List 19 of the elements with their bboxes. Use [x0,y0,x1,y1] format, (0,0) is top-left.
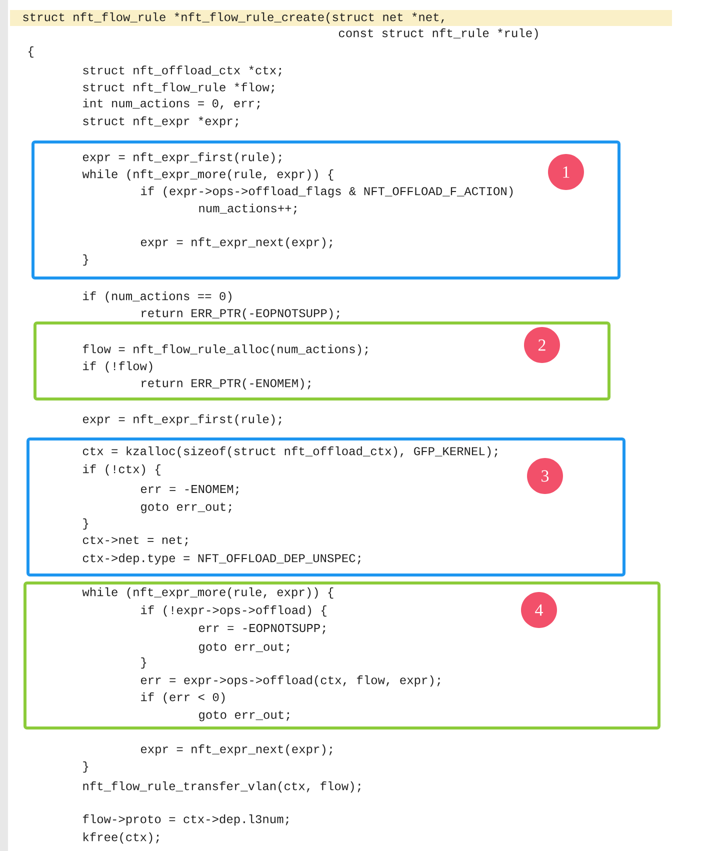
code-line: { [28,46,34,58]
code-line: if (num_actions == 0) [83,291,232,303]
code-line: return ERR_PTR(-EOPNOTSUPP); [142,308,340,320]
code-line: expr = nft_expr_next(expr); [140,744,332,756]
code-line: nft_flow_rule_transfer_vlan(ctx, flow); [83,781,360,793]
code-line: struct nft_expr *expr; [83,116,238,128]
number-badge: 1 [548,154,584,190]
code-line: expr = nft_expr_first(rule); [82,414,282,426]
code-line: kfree(ctx); [84,832,159,844]
code-line: struct nft_flow_rule *nft_flow_rule_create(struct net *net, [23,12,444,24]
code-line: struct nft_offload_ctx *ctx; [83,66,282,76]
number-badge: 2 [524,327,560,363]
number-badge: 4 [521,592,557,628]
number-badge: 3 [527,458,563,494]
code-line: const struct nft_rule *rule) [338,28,538,40]
code-line: struct nft_flow_rule *flow; [83,82,274,94]
code-line: int num_actions = 0, err; [83,98,260,110]
code-line: flow->proto = ctx->dep.l3num; [83,814,288,826]
code-line: } [83,761,88,773]
